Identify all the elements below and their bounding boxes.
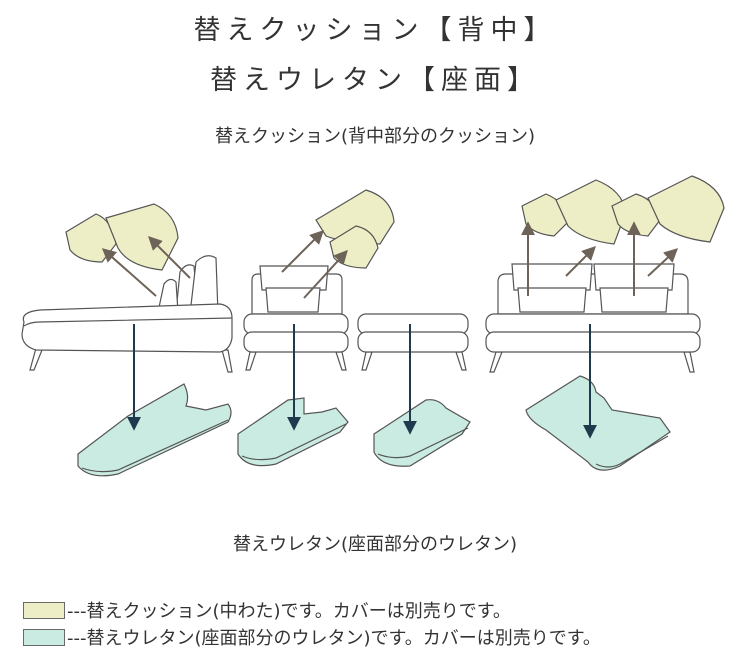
couch-back-cushion-2 [189,255,219,315]
cushion-chair-1 [315,189,395,245]
cushion-sofa-2 [555,179,627,245]
main-title-cushion: 替えクッション【背中】 [193,15,557,46]
arrow-up-chair-1 [281,230,324,273]
legend-text-urethane: ---替えウレタン(座面部分のウレタン)です。カバーは別売りです。 [67,628,601,649]
urethane-arrows [127,324,597,439]
arrow-up-couch-1 [101,248,157,297]
ottoman-leg-left [361,351,373,371]
cushion-arrows [101,221,679,299]
couch-back-cushion-3 [157,278,179,313]
sofa-leg-left [489,351,503,373]
ottoman-leg-right [455,351,467,371]
sofa-seat [485,313,701,335]
legend-swatch-cushion [23,601,65,619]
caption-cushion: 替えクッション(背中部分のクッション) [214,126,536,147]
main-title-urethane: 替えウレタン【座面】 [210,65,540,96]
chair-leg-left [245,351,257,371]
sofa-leg-right [683,351,695,373]
couch-sofa [21,255,233,373]
chair-back-pillow-top [259,265,329,291]
arrow-up-sofa-2 [565,246,596,277]
urethane-sofa [525,375,671,471]
sofa-pillow-right-bottom [599,287,669,313]
cushion-couch-2 [105,203,179,271]
ottoman [357,313,469,371]
chair-back-pillow-bottom [265,287,321,313]
two-seat-sofa [485,263,701,373]
arrow-up-couch-2 [148,236,191,279]
cushion-sofa-3 [611,193,661,237]
ottoman-top [357,313,469,335]
couch-seat-line [23,317,233,327]
chair-leg-right [335,351,347,371]
cushion-sofa-4 [647,175,725,243]
urethane-chair [237,397,349,467]
legend-text-cushion: ---替えクッション(中わた)です。カバーは別売りです。 [67,601,511,622]
urethane-sofa-edge [595,435,669,468]
urethane-chair-edge [241,423,347,461]
sofa-pillow-left-bottom [517,287,587,313]
replacement-cushions [65,175,725,271]
urethane-couch-edge [81,419,229,473]
arrow-up-sofa-4 [647,248,679,277]
urethane-couch [77,383,232,477]
urethane-ottoman [373,399,471,467]
couch-leg-right [221,349,233,373]
couch-leg-left [29,347,43,371]
urethane-ottoman-edge [377,427,469,459]
couch-base [21,303,233,353]
sofa-base [485,331,701,353]
legend-item-urethane: ---替えウレタン(座面部分のウレタン)です。カバーは別売りです。 [23,624,601,650]
chair-base [243,331,349,353]
sofa-parts-diagram [21,175,725,477]
legend-swatch-urethane [23,628,65,646]
arrow-up-chair-2 [303,249,348,299]
chair-seat [243,313,349,335]
ottoman-base [357,331,469,353]
legend-item-cushion: ---替えクッション(中わた)です。カバーは別売りです。 [23,597,511,623]
sofa-pillow-left-top [511,263,593,291]
caption-urethane: 替えウレタン(座面部分のウレタン) [232,534,518,555]
single-chair [243,265,349,371]
replacement-urethane [77,375,671,477]
